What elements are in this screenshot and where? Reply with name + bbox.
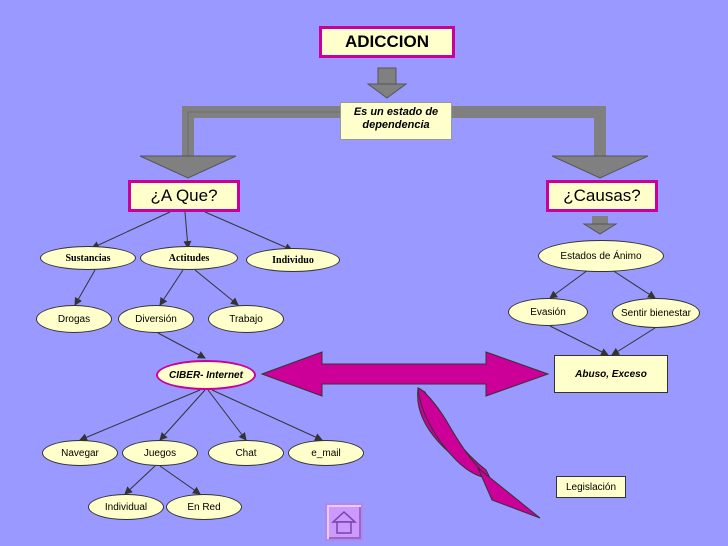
causas-box: ¿Causas? [546, 180, 658, 212]
home-button[interactable] [325, 503, 363, 541]
right-elbow-arrow [450, 106, 649, 179]
double-arrow [260, 351, 550, 397]
a-que-box: ¿A Que? [128, 180, 240, 212]
curved-arrow [417, 387, 541, 519]
node-abuso-exceso: Abuso, Exceso [554, 355, 668, 393]
node-actitudes: Actitudes [140, 246, 238, 270]
right-tree-lines [549, 269, 656, 356]
node-individual: Individual [88, 494, 164, 520]
node-diversion: Diversión [118, 305, 194, 333]
node-email: e_mail [288, 440, 364, 466]
node-legislacion: Legislación [556, 476, 626, 498]
causas-label: ¿Causas? [563, 186, 641, 205]
down-arrow-causas [582, 216, 618, 235]
title-label: ADICCION [344, 32, 430, 51]
node-evasion: Evasión [508, 298, 588, 326]
node-drogas: Drogas [36, 305, 112, 333]
down-arrow-title [366, 67, 408, 99]
node-ciber-internet: CIBER- Internet [156, 360, 256, 390]
node-estados-animo: Estados de Ánimo [538, 240, 664, 272]
left-elbow-arrow [139, 106, 340, 179]
home-icon [331, 510, 357, 534]
node-en-red: En Red [166, 494, 242, 520]
node-chat: Chat [208, 440, 284, 466]
definition-label: Es un estado de dependencia [353, 106, 439, 131]
a-que-label: ¿A Que? [150, 186, 218, 205]
node-trabajo: Trabajo [208, 305, 284, 333]
node-sentir-bienestar: Sentir bienestar [612, 298, 700, 328]
node-juegos: Juegos [122, 440, 198, 466]
node-navegar: Navegar [42, 440, 118, 466]
node-individuo: Individuo [246, 248, 340, 272]
node-sustancias: Sustancias [40, 246, 136, 270]
left-tree-lines [74, 211, 323, 495]
definition-callout: Es un estado de dependencia [340, 102, 452, 140]
title-box: ADICCION [319, 26, 455, 58]
